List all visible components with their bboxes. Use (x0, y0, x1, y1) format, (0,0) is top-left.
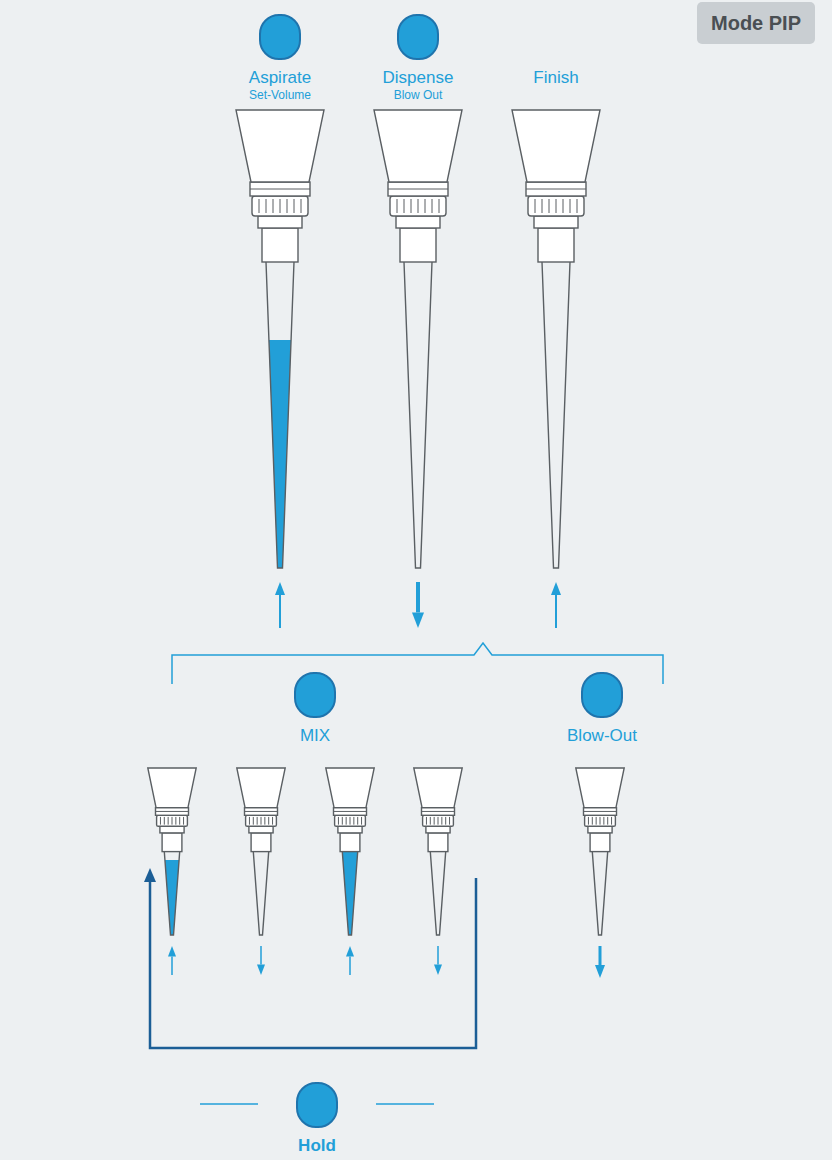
motion-arrow (257, 946, 265, 975)
button-shape (395, 12, 441, 62)
motion-arrow (551, 582, 561, 628)
liquid (269, 340, 291, 568)
pipette-tip (148, 768, 196, 935)
pipette-tip (512, 110, 600, 568)
mode-badge: Mode PIP (697, 2, 815, 44)
liquid (342, 845, 358, 935)
motion-arrow (595, 946, 605, 978)
control-button: Hold (292, 1080, 342, 1156)
pipette-tip (414, 768, 462, 935)
pipette-tip (237, 768, 285, 935)
button-sublabel: Set-Volume (247, 88, 314, 102)
control-button: DispenseBlow Out (381, 12, 456, 103)
control-button: MIX (290, 670, 340, 746)
pipette-tip (236, 110, 324, 568)
motion-arrow (434, 946, 442, 975)
hold-line (376, 1103, 434, 1105)
button-shape (292, 670, 338, 720)
motion-arrow (168, 946, 176, 975)
motion-arrow (346, 946, 354, 975)
button-shape (257, 12, 303, 62)
mode-title: Mode PIP (711, 11, 801, 35)
button-sublabel: Blow Out (381, 88, 456, 102)
control-button: AspirateSet-Volume (247, 12, 314, 103)
button-label: Blow-Out (565, 726, 639, 746)
hold-line (200, 1103, 258, 1105)
control-button: Blow-Out (565, 670, 639, 746)
loop-arrowhead (144, 868, 156, 882)
button-shape (579, 670, 625, 720)
pipette-tip (576, 768, 624, 935)
motion-arrow (412, 582, 424, 628)
button-label: MIX (290, 726, 340, 746)
pipette-tip (326, 768, 374, 935)
button-label: Hold (292, 1136, 342, 1156)
button-label: Dispense (381, 68, 456, 88)
step-label: Finish (533, 68, 578, 88)
repeat-loop (150, 878, 476, 1048)
button-label: Aspirate (247, 68, 314, 88)
pipette-tip (374, 110, 462, 568)
button-shape (294, 1080, 340, 1130)
motion-arrow (275, 582, 285, 628)
